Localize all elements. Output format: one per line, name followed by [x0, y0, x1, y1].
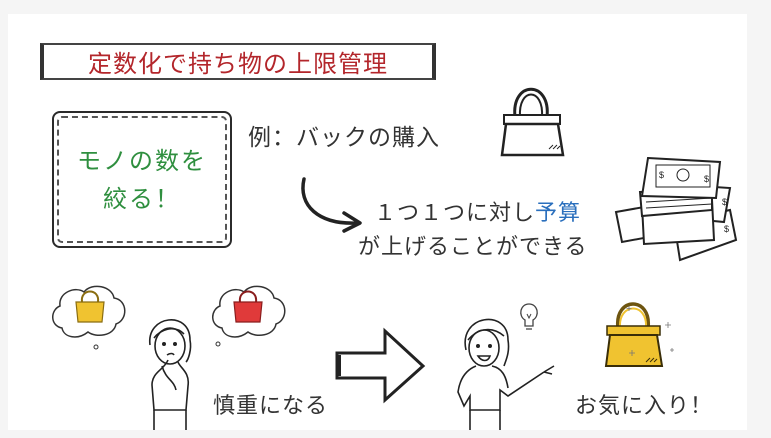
- svg-text:$: $: [722, 197, 727, 207]
- svg-text:$: $: [659, 170, 664, 180]
- favorite-handbag-icon: [604, 302, 674, 367]
- title-box: 定数化で持ち物の上限管理: [40, 43, 436, 80]
- budget-highlight: 予算: [535, 201, 582, 226]
- budget-line-1-prefix: １つ１つに対し: [374, 201, 536, 226]
- callout-line-1: モノの数を: [77, 146, 207, 175]
- right-arrow-icon: [335, 327, 426, 404]
- callout-box: モノの数を 絞る！: [52, 111, 232, 248]
- after-caption: お気に入り！: [575, 394, 714, 419]
- before-caption: 慎重になる: [213, 394, 329, 419]
- red-handbag-icon: [233, 290, 263, 323]
- example-text: 例：バックの購入: [248, 125, 440, 151]
- svg-text:$: $: [724, 224, 729, 234]
- budget-line-1: １つ１つに対し予算: [374, 195, 581, 227]
- lightbulb-icon: [520, 303, 538, 330]
- yellow-handbag-icon: [75, 290, 105, 323]
- thinking-woman-illustration: [149, 319, 192, 430]
- handbag-outline-icon: [500, 87, 565, 157]
- callout-line-2: 絞る！: [103, 184, 181, 213]
- budget-line-2: が上げることができる: [358, 235, 588, 260]
- svg-text:$: $: [704, 174, 709, 184]
- slide-title: 定数化で持ち物の上限管理: [88, 50, 388, 78]
- curved-arrow-icon: [301, 177, 362, 233]
- happy-woman-illustration: [457, 318, 555, 430]
- money-stack-icon: $ $ $ $: [614, 156, 738, 262]
